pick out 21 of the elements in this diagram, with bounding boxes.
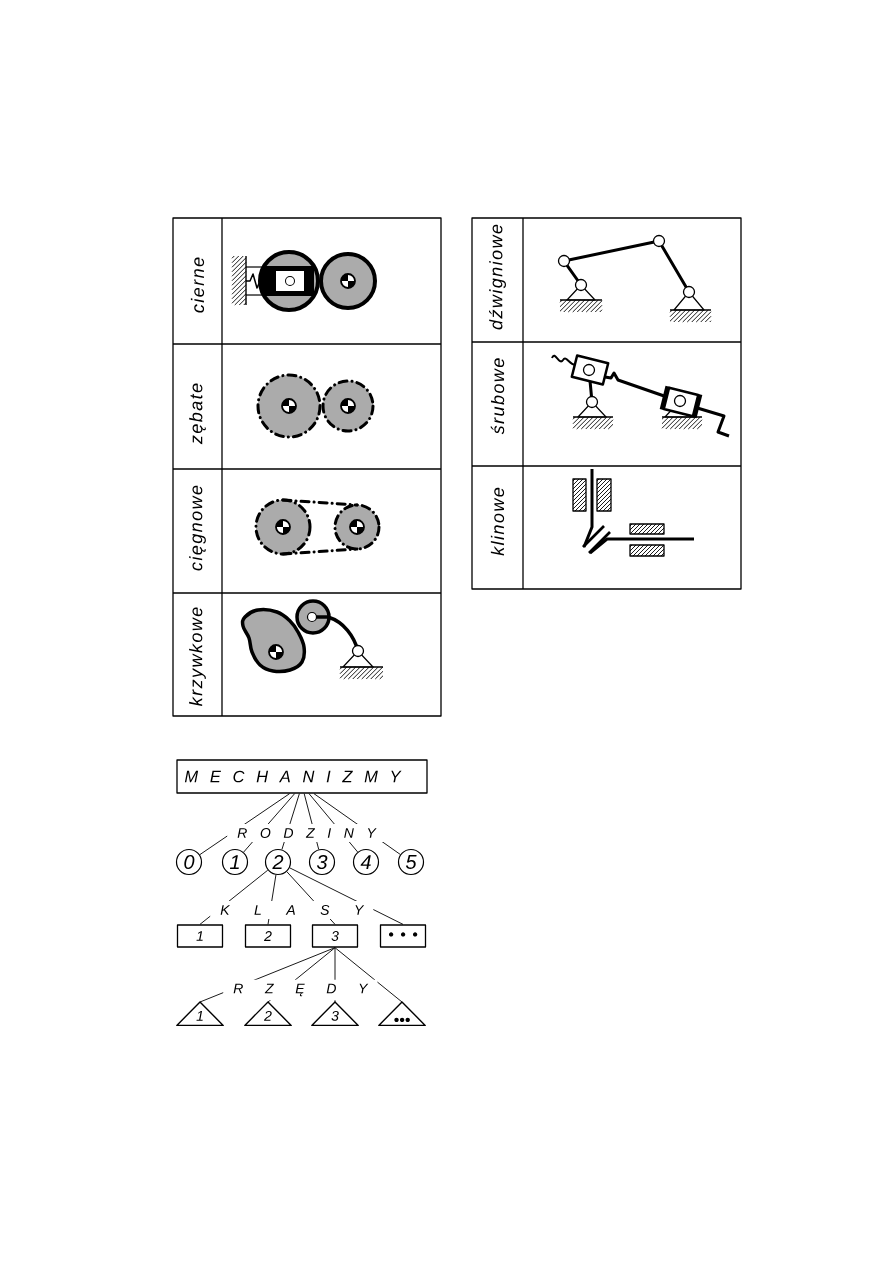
row-label: śrubowe <box>490 358 505 435</box>
connector-line <box>334 947 403 1003</box>
row-label: dźwigniowe <box>489 224 506 330</box>
number-box: • • • <box>379 924 427 948</box>
row-label: zębate <box>189 383 206 445</box>
number-box: 2 <box>244 924 292 948</box>
level-label: R Z Ę D Y <box>223 979 378 1001</box>
level-label: R O D Z I N Y <box>227 824 386 842</box>
number-triangle: 3 <box>311 1001 359 1027</box>
number-triangle: 2 <box>244 1001 292 1027</box>
row-label: klinowe <box>490 487 505 556</box>
level-label: K L A S Y <box>210 901 374 919</box>
row-label: cierne <box>190 257 205 313</box>
number-box: 1 <box>176 924 224 948</box>
number-triangle: 1 <box>176 1001 224 1027</box>
row-label: krzywkowe <box>189 607 206 706</box>
connector-line <box>289 867 404 925</box>
number-triangle: ••• <box>378 1001 426 1027</box>
number-box: 3 <box>311 924 359 948</box>
root-box: M E C H A N I Z M Y <box>176 759 428 794</box>
row-label: cięgnowe <box>189 485 206 571</box>
